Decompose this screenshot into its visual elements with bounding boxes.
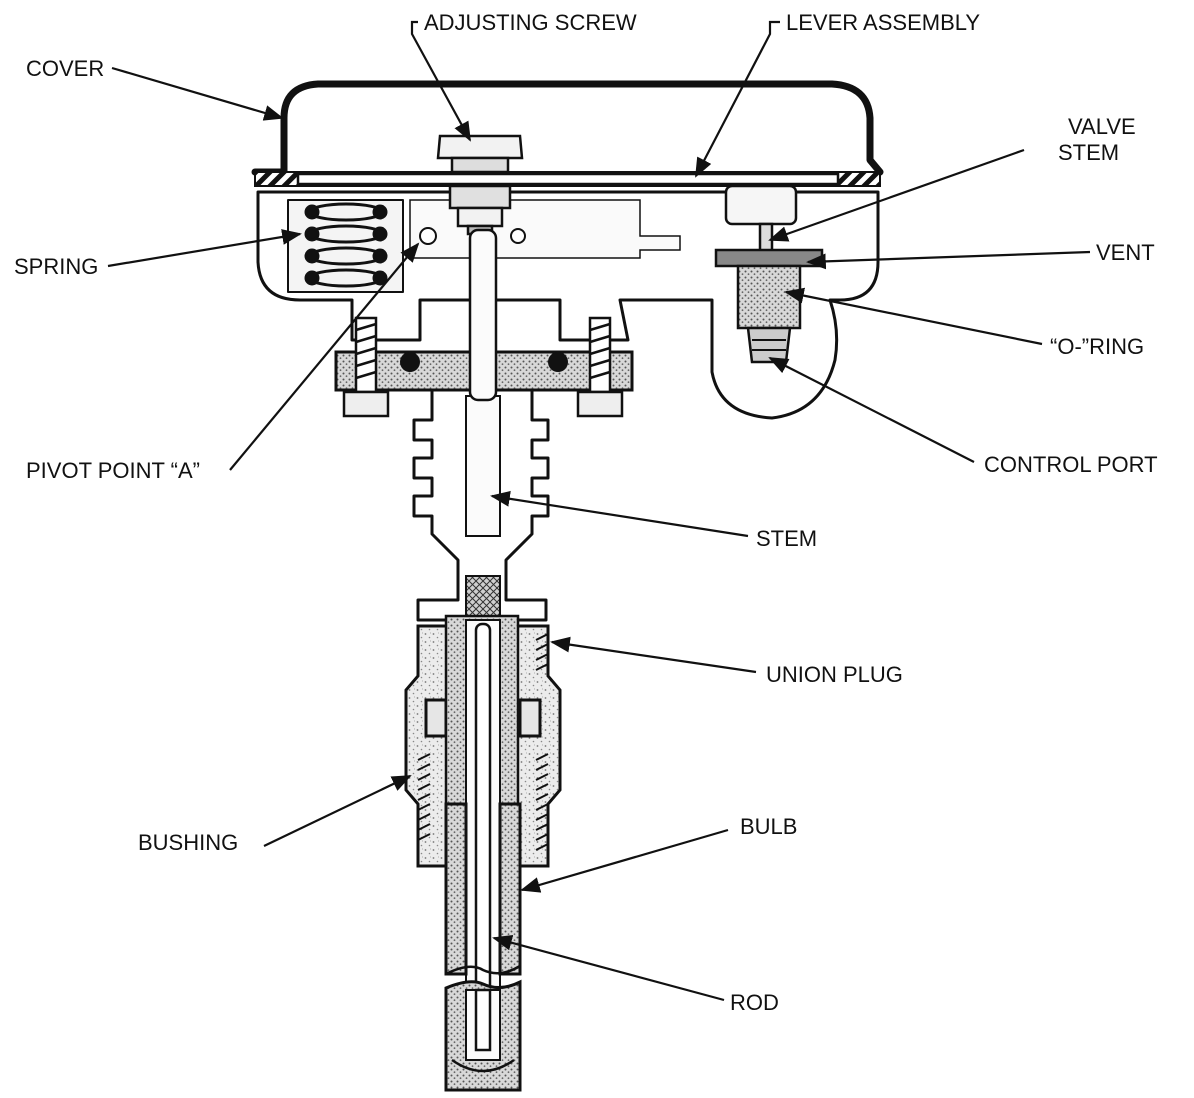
label-rod: ROD (730, 990, 779, 1015)
label-spring: SPRING (14, 254, 98, 279)
lever-plate (296, 172, 840, 186)
bolt-right (576, 316, 624, 418)
stem-bore (465, 395, 501, 537)
label-o-ring: “O-”RING (1050, 334, 1144, 359)
bolt-left (342, 316, 390, 418)
stem-upper (468, 228, 498, 402)
pivot-pin (419, 227, 437, 245)
bulb-tube (444, 802, 522, 976)
label-pivot-point: PIVOT POINT “A” (26, 458, 200, 483)
label-cover: COVER (26, 56, 104, 81)
spring-coils (287, 199, 404, 293)
label-valve-stem-line2: STEM (1058, 140, 1119, 165)
label-adjusting-screw: ADJUSTING SCREW (424, 10, 637, 35)
housing-body (256, 190, 880, 420)
leader-bulb (520, 828, 729, 893)
label-bulb: BULB (740, 814, 797, 839)
cover-shell (251, 80, 884, 176)
valve-mechanism-drawing (251, 80, 884, 1092)
leader-pivot-point (229, 242, 420, 471)
label-union-plug: UNION PLUG (766, 662, 903, 687)
valve-stem-assembly (714, 184, 824, 364)
pivot-pin-second (510, 228, 526, 244)
label-stem: STEM (756, 526, 817, 551)
leader-vent (806, 250, 1091, 270)
finned-body (412, 388, 550, 622)
label-control-port: CONTROL PORT (984, 452, 1158, 477)
label-lever-assembly: LEVER ASSEMBLY (786, 10, 980, 35)
callout-labels: COVER ADJUSTING SCREW LEVER ASSEMBLY VAL… (14, 10, 1158, 1015)
leader-spring (107, 229, 302, 268)
leader-cover (111, 66, 284, 121)
o-ring-right (548, 352, 568, 372)
leader-o-ring (784, 287, 1043, 346)
leader-adjusting-screw (410, 20, 471, 142)
leader-valve-stem (768, 148, 1025, 242)
leader-lever-assembly (695, 20, 780, 178)
o-ring-left (400, 352, 420, 372)
label-vent: VENT (1096, 240, 1155, 265)
label-valve-stem-line1: VALVE (1068, 114, 1136, 139)
leader-union-plug (550, 636, 757, 674)
leader-stem (490, 490, 749, 538)
bulb-lower-segment (444, 979, 522, 1092)
stem-plug (465, 575, 501, 617)
leader-control-port (768, 357, 975, 463)
label-bushing: BUSHING (138, 830, 238, 855)
leader-bushing (263, 775, 412, 847)
leader-lines (107, 20, 1091, 1002)
leader-rod (492, 934, 725, 1002)
